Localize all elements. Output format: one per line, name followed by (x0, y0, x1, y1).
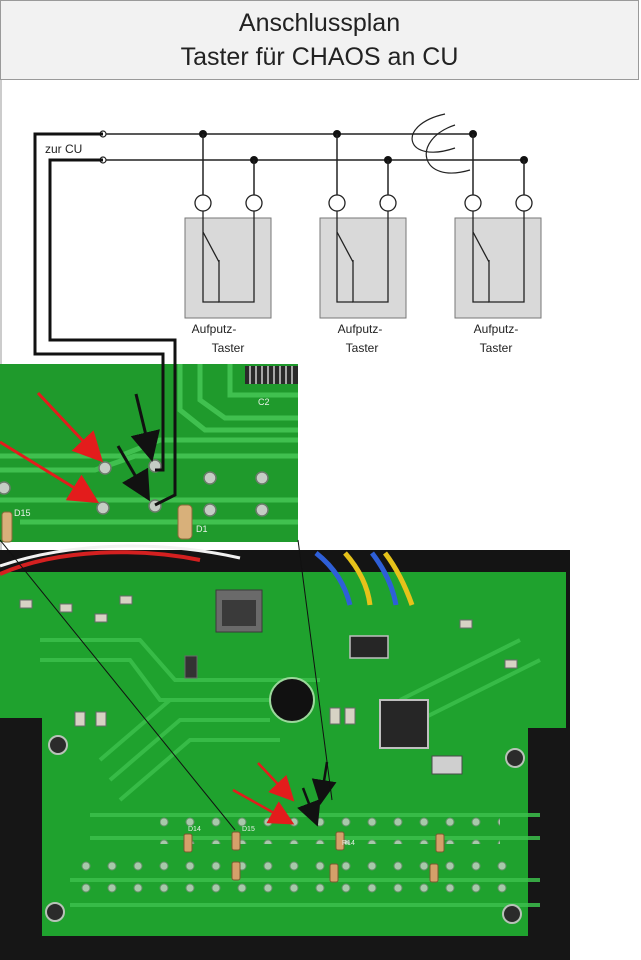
screws (45, 735, 525, 924)
switch-1-label-line1: Aufputz- (192, 322, 237, 336)
junction-dots (199, 130, 528, 164)
microcontroller (379, 699, 429, 749)
switch-2-label-line1: Aufputz- (338, 322, 383, 336)
black-arrow (297, 787, 321, 827)
switch-3-label-line1: Aufputz- (474, 322, 519, 336)
pcb-label-r14: R14 (342, 840, 355, 847)
switch-box (454, 217, 542, 319)
pcb-photo: D14 D15 R14 (0, 544, 570, 960)
switch-1-label-line2: Taster (212, 341, 245, 355)
ic-chip (245, 366, 298, 384)
red-cable (0, 550, 201, 576)
switch-1 (184, 134, 272, 319)
black-arrow (116, 445, 151, 502)
smd-components (19, 595, 518, 727)
switch-2-label-line2: Taster (346, 341, 379, 355)
title-line-1: Anschlussplan (238, 9, 401, 37)
break-symbol (411, 113, 456, 153)
switch-box (319, 217, 407, 319)
title-bar: Anschlussplan Taster für CHAOS an CU (0, 0, 639, 80)
red-arrow (257, 762, 295, 802)
cable-bundle (314, 551, 415, 606)
red-arrow (36, 391, 104, 463)
mounting-hole (269, 677, 315, 723)
switch-box (184, 217, 272, 319)
pcb-zoom-label-d15: D15 (14, 508, 31, 518)
black-arrow (311, 761, 337, 805)
schematic: zur CU (45, 113, 542, 355)
cu-wires (33, 132, 177, 507)
pcb-zoom-label-c2: C2 (258, 397, 270, 407)
title-line-2: Taster für CHAOS an CU (180, 43, 459, 71)
zoom-callout-lines (0, 539, 333, 831)
pcb-zoom-label-d1: D1 (196, 524, 208, 534)
black-arrow (130, 393, 160, 462)
pcb-zoom-photo: D15 C2 D1 (0, 364, 298, 543)
switch-2 (319, 134, 407, 319)
pcb-label-d14: D14 (188, 826, 201, 833)
solder-pads (0, 459, 269, 517)
diodes (183, 831, 445, 883)
switch-3 (454, 134, 542, 319)
resistor (177, 504, 193, 540)
switch-3-label-line2: Taster (480, 341, 513, 355)
red-arrow (0, 440, 100, 504)
red-arrow (232, 788, 295, 825)
connector-label: zur CU (45, 142, 82, 156)
pad-row (80, 850, 520, 894)
pcb-label-d15: D15 (242, 826, 255, 833)
